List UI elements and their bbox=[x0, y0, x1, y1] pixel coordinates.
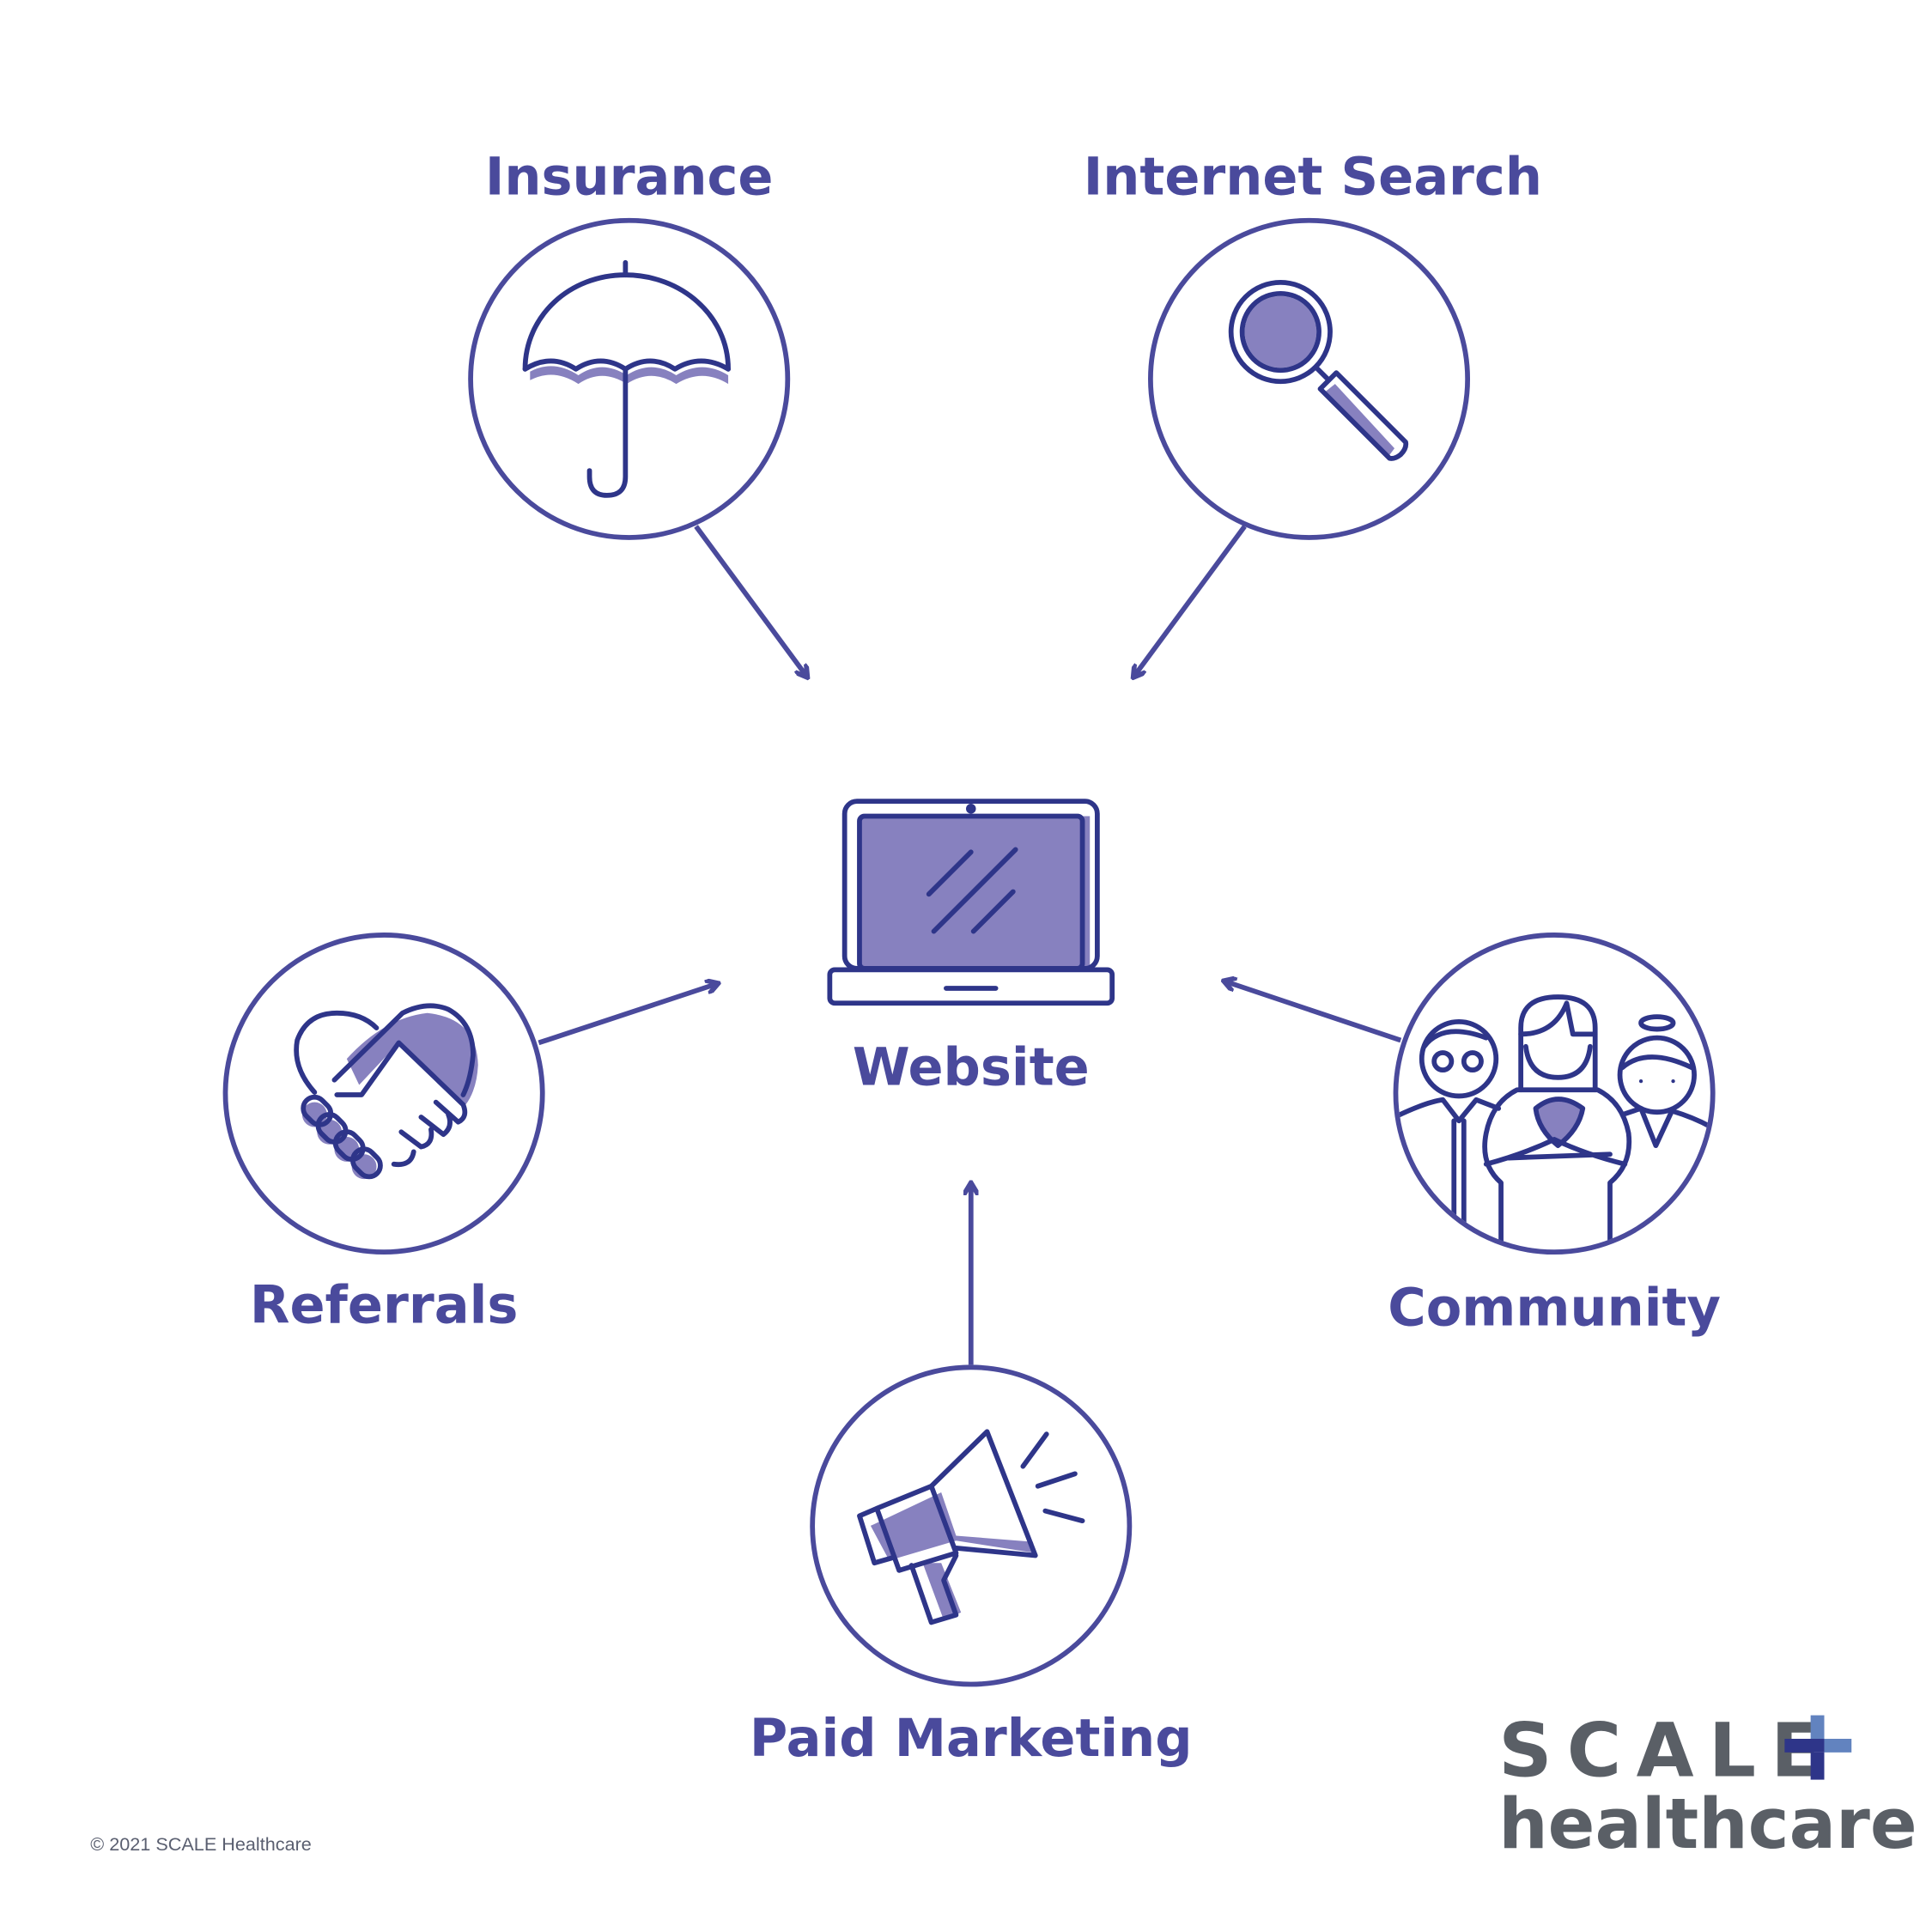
copyright-text: © 2021 SCALE Healthcare bbox=[90, 1833, 312, 1855]
insurance-label: Insurance bbox=[485, 147, 774, 207]
insurance-node: Insurance bbox=[468, 147, 791, 540]
laptop-icon bbox=[827, 799, 1115, 1006]
umbrella-icon bbox=[522, 259, 731, 498]
website-node: Website bbox=[827, 799, 1115, 1097]
internet-search-label: Internet Search bbox=[1084, 147, 1542, 207]
arrow-insurance-to-website bbox=[694, 525, 808, 677]
magnifier-icon bbox=[1228, 279, 1409, 461]
scale-healthcare-logo: SCALE healthcare bbox=[1498, 1708, 1917, 1865]
logo-healthcare-text: healthcare bbox=[1498, 1784, 1917, 1865]
arrow-referrals-to-website bbox=[538, 983, 718, 1046]
website-label: Website bbox=[853, 1037, 1090, 1097]
logo-scale-text: SCALE bbox=[1498, 1708, 1837, 1794]
internet-search-node: Internet Search bbox=[1084, 147, 1542, 540]
community-node: Community bbox=[1388, 933, 1721, 1338]
arrow-community-to-website bbox=[1224, 981, 1402, 1043]
community-label: Community bbox=[1388, 1278, 1721, 1338]
referrals-label: Referrals bbox=[250, 1275, 519, 1335]
arrows bbox=[538, 525, 1402, 1365]
paid-marketing-label: Paid Marketing bbox=[750, 1709, 1193, 1769]
arrow-search-to-website bbox=[1133, 525, 1247, 677]
handshake-icon bbox=[294, 1003, 478, 1180]
plus-icon bbox=[1784, 1715, 1852, 1780]
referrals-node: Referrals bbox=[222, 933, 545, 1335]
megaphone-icon bbox=[857, 1429, 1085, 1625]
paid-marketing-node: Paid Marketing bbox=[750, 1364, 1193, 1769]
